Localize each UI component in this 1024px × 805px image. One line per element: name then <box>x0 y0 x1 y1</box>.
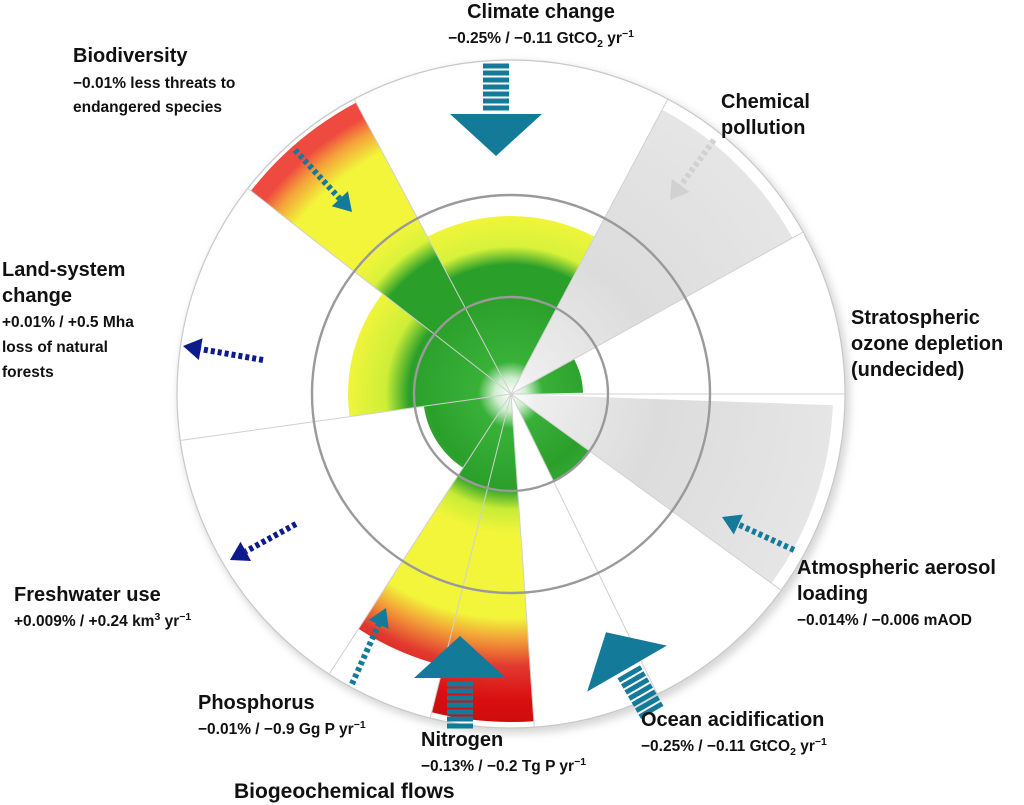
inner-boundary-ring <box>412 295 610 493</box>
wedge-phosphorus <box>358 394 511 666</box>
land-value-line2: loss of natural <box>2 339 108 356</box>
wedge-aerosol <box>511 394 833 584</box>
label-aerosol-loading: Atmospheric aerosol loading −0.014% / −0… <box>797 557 996 629</box>
sector-divider <box>180 393 512 441</box>
ocean-value: −0.25% / −0.11 GtCO2 yr−1 <box>641 736 827 758</box>
biodiversity-value-line2: endangered species <box>73 99 222 116</box>
aerosol-value: −0.014% / −0.006 mAOD <box>797 612 972 629</box>
trend-arrows <box>183 63 796 729</box>
nitrogen-value: −0.13% / −0.2 Tg P yr−1 <box>421 756 586 775</box>
freshwater-value: +0.009% / +0.24 km3 yr−1 <box>14 611 191 630</box>
label-biogeochemical-flows: Biogeochemical flows <box>234 780 455 803</box>
sector-divider <box>510 393 535 728</box>
aerosol-name-line1: Atmospheric aerosol <box>797 557 996 579</box>
ozone-name-line3: (undecided) <box>851 359 964 381</box>
freshwater-arrow-head <box>230 541 252 562</box>
phosphorus-arrow-head <box>368 608 389 629</box>
phosphorus-arrow-shaft <box>349 623 382 686</box>
aerosol-arrow-shaft <box>737 521 796 553</box>
ozone-name-line2: ozone depletion <box>851 333 1003 355</box>
land-name-line1: Land-system <box>2 259 125 281</box>
wedge-ocean <box>511 394 590 482</box>
label-phosphorus: Phosphorus −0.01% / −0.9 Gg P yr−1 <box>198 692 366 738</box>
aerosol-name-line2: loading <box>797 583 868 605</box>
wedge-ozone <box>511 359 583 394</box>
biodiversity-value-line1: −0.01% less threats to <box>73 75 235 92</box>
chemical-arrow-head <box>670 178 690 200</box>
aerosol-arrow-head <box>722 514 743 535</box>
nitrogen-name: Nitrogen <box>421 729 503 751</box>
sector-divider <box>247 188 512 395</box>
label-ocean-acidification: Ocean acidification −0.25% / −0.11 GtCO2… <box>641 709 827 758</box>
label-biodiversity: Biodiversity −0.01% less threats to enda… <box>73 45 235 116</box>
freshwater-name: Freshwater use <box>14 584 161 606</box>
land-arrow-head <box>183 338 203 360</box>
ozone-name-line1: Stratospheric <box>851 307 980 329</box>
label-chemical-pollution: Chemical pollution <box>721 91 810 139</box>
land-value-line3: forests <box>2 364 54 381</box>
wedge-land-system <box>348 293 511 417</box>
label-ozone-depletion: Stratospheric ozone depletion (undecided… <box>851 307 1003 381</box>
label-land-system-change: Land-system change +0.01% / +0.5 Mha los… <box>2 259 134 381</box>
label-climate-change: Climate change −0.25% / −0.11 GtCO2 yr−1 <box>448 1 634 50</box>
chemical-arrow-shaft <box>678 138 717 188</box>
ocean-arrow <box>587 632 667 719</box>
land-value-line1: +0.01% / +0.5 Mha <box>2 314 134 331</box>
climate-value: −0.25% / −0.11 GtCO2 yr−1 <box>448 28 634 50</box>
biogeochemical-name: Biogeochemical flows <box>234 780 455 803</box>
phosphorus-value: −0.01% / −0.9 Gg P yr−1 <box>198 719 366 738</box>
biodiversity-name: Biodiversity <box>73 45 188 67</box>
label-nitrogen: Nitrogen −0.13% / −0.2 Tg P yr−1 <box>421 729 586 775</box>
outer-boundary-ring <box>310 193 712 595</box>
climate-arrow <box>450 63 542 156</box>
chemical-name-line1: Chemical <box>721 91 810 113</box>
nitrogen-arrow <box>414 636 506 729</box>
sector-divider <box>510 231 804 395</box>
sector-divider <box>510 393 782 591</box>
sector-divider <box>353 98 512 395</box>
chemical-name-line2: pollution <box>721 117 805 139</box>
ocean-name: Ocean acidification <box>641 709 824 731</box>
phosphorus-name: Phosphorus <box>198 692 315 714</box>
sector-divider <box>328 393 512 675</box>
label-freshwater-use: Freshwater use +0.009% / +0.24 km3 yr−1 <box>14 584 191 630</box>
sector-divider <box>510 98 669 395</box>
climate-name: Climate change <box>467 1 615 23</box>
biodiversity-arrow-head <box>331 191 352 212</box>
land-name-line2: change <box>2 285 72 307</box>
wedge-freshwater <box>423 394 511 468</box>
freshwater-arrow-shaft <box>244 521 298 555</box>
land-arrow-shaft <box>200 346 264 363</box>
wedge-climate-change <box>427 215 595 394</box>
